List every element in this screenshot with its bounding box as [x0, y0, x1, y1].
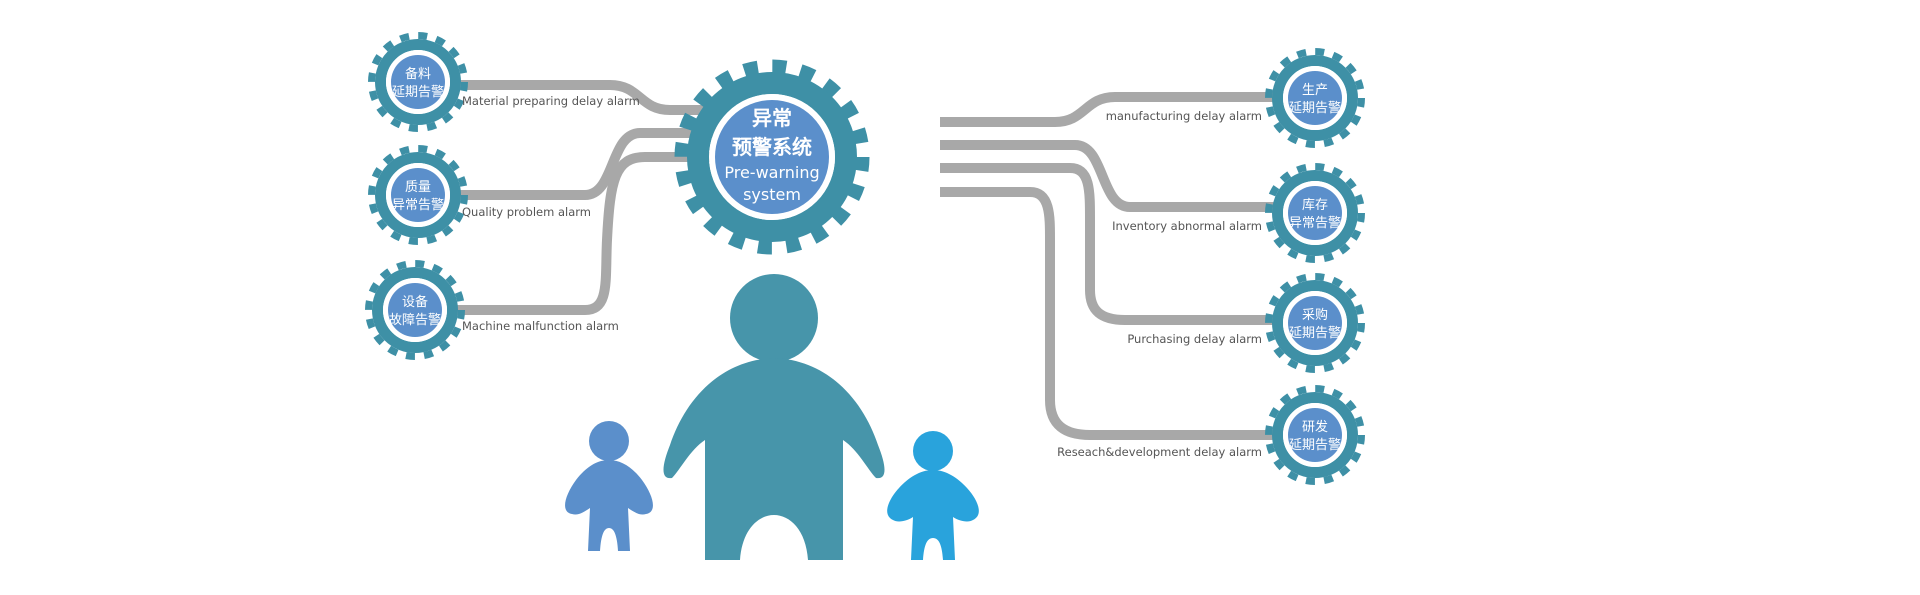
- gear-label-2: 延期告警: [1289, 325, 1341, 341]
- center-subtitle-2: system: [743, 185, 801, 204]
- gear-label-2: 延期告警: [1289, 437, 1341, 453]
- person-child-right-icon: [887, 431, 979, 560]
- gear-inventory-alarm: 库存 异常告警: [1269, 167, 1362, 260]
- label-inventory-alarm: Inventory abnormal alarm: [1112, 219, 1262, 233]
- connector-line: [940, 92, 1275, 127]
- connector-line: [455, 80, 720, 115]
- gear-label-1: 生产: [1302, 83, 1328, 98]
- connector-line: [455, 152, 720, 315]
- gear-quality-alarm: 质量 异常告警: [372, 149, 465, 242]
- gear-label-1: 研发: [1302, 419, 1328, 435]
- gear-label-1: 备料: [405, 66, 431, 82]
- gear-label-2: 延期告警: [1289, 100, 1341, 116]
- gear-material-alarm: 备料 延期告警: [372, 36, 465, 129]
- gear-label-2: 异常告警: [1289, 215, 1341, 231]
- connector-line: [940, 163, 1275, 325]
- main-gear: 异常 预警系统 Pre-warning system: [674, 59, 870, 255]
- gear-label-1: 库存: [1302, 197, 1328, 213]
- center-title-2: 预警系统: [732, 135, 812, 159]
- gear-label-2: 故障告警: [389, 312, 441, 328]
- gear-manufacturing-alarm: 生产 延期告警: [1269, 52, 1362, 145]
- gear-machine-alarm: 设备 故障告警: [369, 264, 462, 357]
- gear-purchasing-alarm: 采购 延期告警: [1269, 277, 1362, 370]
- gear-label-1: 设备: [402, 294, 428, 310]
- gear-label-2: 延期告警: [392, 84, 444, 100]
- connector-line: [940, 187, 1275, 440]
- gear-label-1: 质量: [405, 180, 431, 195]
- label-material-alarm: Material preparing delay alarm: [462, 94, 640, 108]
- connector-lines: [455, 80, 1275, 440]
- connector-line: [455, 128, 720, 200]
- label-purchasing-alarm: Purchasing delay alarm: [1127, 332, 1262, 346]
- center-subtitle-1: Pre-warning: [724, 163, 819, 182]
- label-machine-alarm: Machine malfunction alarm: [462, 319, 619, 333]
- person-adult-icon: [663, 274, 885, 560]
- person-child-left-icon: [565, 421, 653, 551]
- label-manufacturing-alarm: manufacturing delay alarm: [1106, 109, 1262, 123]
- gear-label-2: 异常告警: [392, 197, 444, 213]
- gear-rnd-alarm: 研发 延期告警: [1269, 389, 1362, 482]
- gear-label-1: 采购: [1302, 307, 1328, 323]
- label-quality-alarm: Quality problem alarm: [462, 205, 591, 219]
- label-rnd-alarm: Reseach&development delay alarm: [1057, 445, 1262, 459]
- connector-line: [940, 140, 1275, 212]
- center-title-1: 异常: [752, 106, 792, 130]
